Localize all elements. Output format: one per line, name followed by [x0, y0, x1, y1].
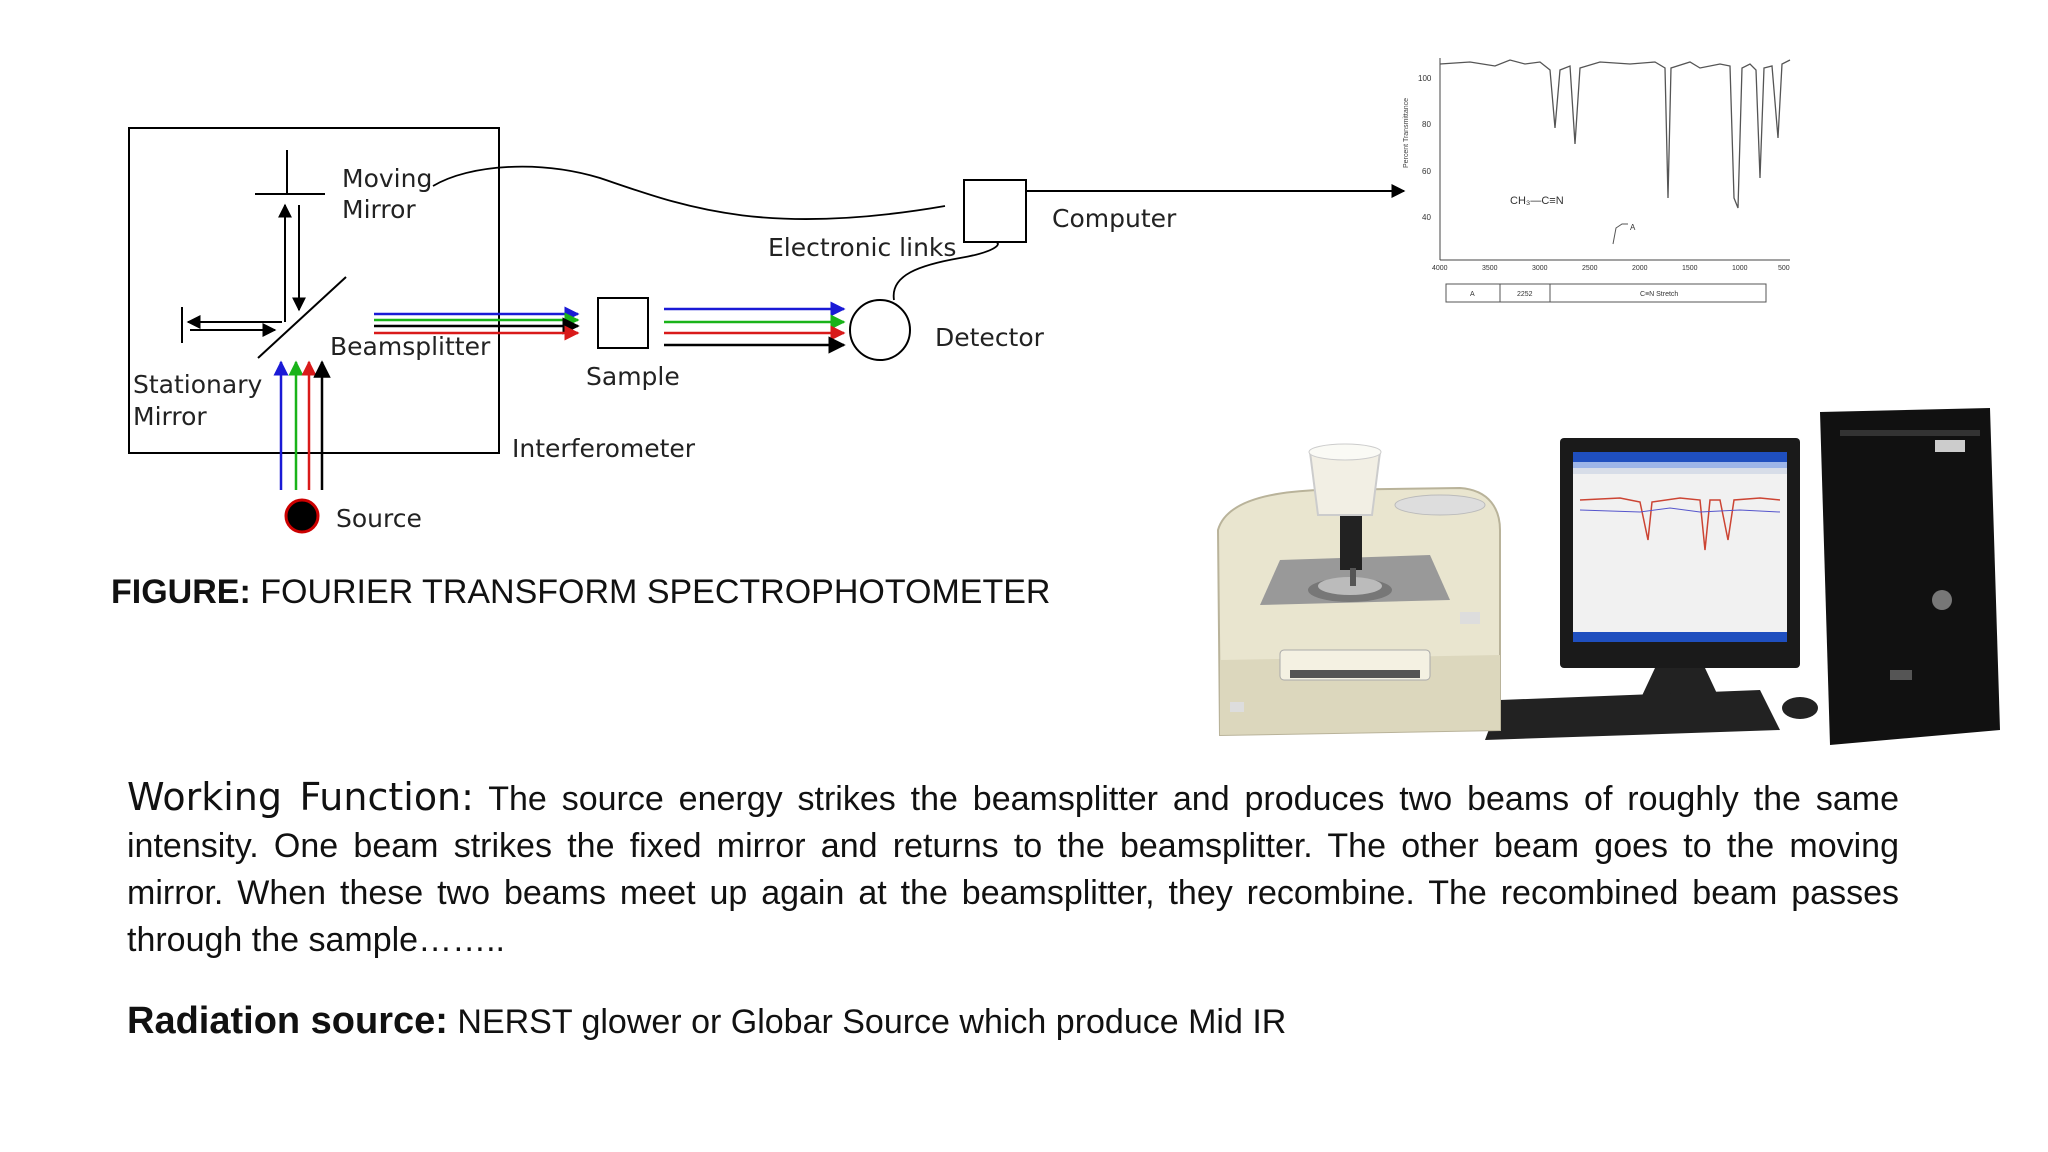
- source-dot: [284, 498, 320, 534]
- ir-spectrum: Percent Transmittance 100 80 60 40 4000 …: [1403, 58, 1791, 303]
- ftir-schematic: [128, 127, 1406, 534]
- label-stationary-mirror-2: Mirror: [133, 402, 207, 431]
- beamsplitter: [257, 276, 347, 359]
- label-computer: Computer: [1052, 204, 1177, 233]
- label-moving-mirror-2: Mirror: [342, 195, 416, 224]
- label-detector: Detector: [935, 323, 1044, 352]
- spectrum-ytick: 80: [1422, 120, 1431, 129]
- mouse: [1782, 697, 1818, 719]
- spectrum-peak-label: A: [1630, 223, 1636, 232]
- moving-mirror: [255, 150, 325, 195]
- figure-caption-label: FIGURE:: [111, 573, 251, 611]
- interferometer-box: [128, 127, 500, 454]
- spectrum-trace: [1439, 59, 1791, 209]
- pc-tower: [1820, 408, 2000, 745]
- label-source: Source: [336, 504, 422, 533]
- computer-box: [963, 179, 1027, 243]
- radiation-source-line: Radiation source: NERST glower or Globar…: [127, 1000, 1286, 1043]
- label-beamsplitter: Beamsplitter: [330, 332, 491, 361]
- figure-caption: FIGURE: FOURIER TRANSFORM SPECTROPHOTOME…: [111, 573, 1050, 612]
- spectrum-ytick: 40: [1422, 213, 1431, 222]
- label-interferometer: Interferometer: [512, 434, 696, 463]
- spectrum-xtick: 4000: [1432, 265, 1448, 272]
- spectrum-xtick: 500: [1778, 265, 1790, 272]
- electronic-link-detector: [892, 241, 999, 301]
- label-sample: Sample: [586, 362, 680, 391]
- spectrometer-unit: [1216, 486, 1501, 737]
- spectrum-table-cell: C≡N Stretch: [1640, 291, 1678, 298]
- working-function-paragraph: Working Function: The source energy stri…: [127, 774, 1899, 964]
- spectrum-formula: CH₃—C≡N: [1510, 195, 1564, 207]
- spectrum-ytick: 60: [1422, 167, 1431, 176]
- spectrum-xtick: 3500: [1482, 265, 1498, 272]
- beams-to-sample: [374, 306, 580, 341]
- spectrum-xtick: 2500: [1582, 265, 1598, 272]
- ftir-instrument-photo: [1216, 408, 2000, 745]
- label-stationary-mirror-1: Stationary: [133, 370, 263, 399]
- source-beams: [273, 360, 331, 490]
- beams-to-detector: [664, 301, 846, 354]
- radiation-source-lead: Radiation source:: [127, 1000, 448, 1042]
- working-function-lead: Working Function:: [127, 775, 474, 819]
- spectrum-table-cell: A: [1470, 291, 1475, 298]
- spectrum-xtick: 1500: [1682, 265, 1698, 272]
- sample-beaker: [1308, 443, 1382, 516]
- label-moving-mirror-1: Moving: [342, 164, 433, 193]
- spectrum-ytick: 100: [1418, 74, 1432, 83]
- monitor: [1560, 438, 1800, 700]
- keyboard: [1485, 690, 1780, 740]
- spectrum-xtick: 1000: [1732, 265, 1748, 272]
- sample-box: [597, 297, 649, 349]
- radiation-source-text: NERST glower or Globar Source which prod…: [447, 1003, 1287, 1041]
- working-function-text: The source energy strikes the beamsplitt…: [127, 780, 1899, 959]
- figure-caption-text: FOURIER TRANSFORM SPECTROPHOTOMETER: [250, 573, 1051, 611]
- spectrum-table-cell: 2252: [1517, 291, 1533, 298]
- label-electronic-links: Electronic links: [768, 233, 957, 262]
- detector-circle: [849, 299, 911, 361]
- svg-text:Percent Transmittance: Percent Transmittance: [1403, 98, 1410, 168]
- electronic-link-mirror: [432, 165, 946, 221]
- spectrum-xtick: 3000: [1532, 265, 1548, 272]
- spectrum-xtick: 2000: [1632, 265, 1648, 272]
